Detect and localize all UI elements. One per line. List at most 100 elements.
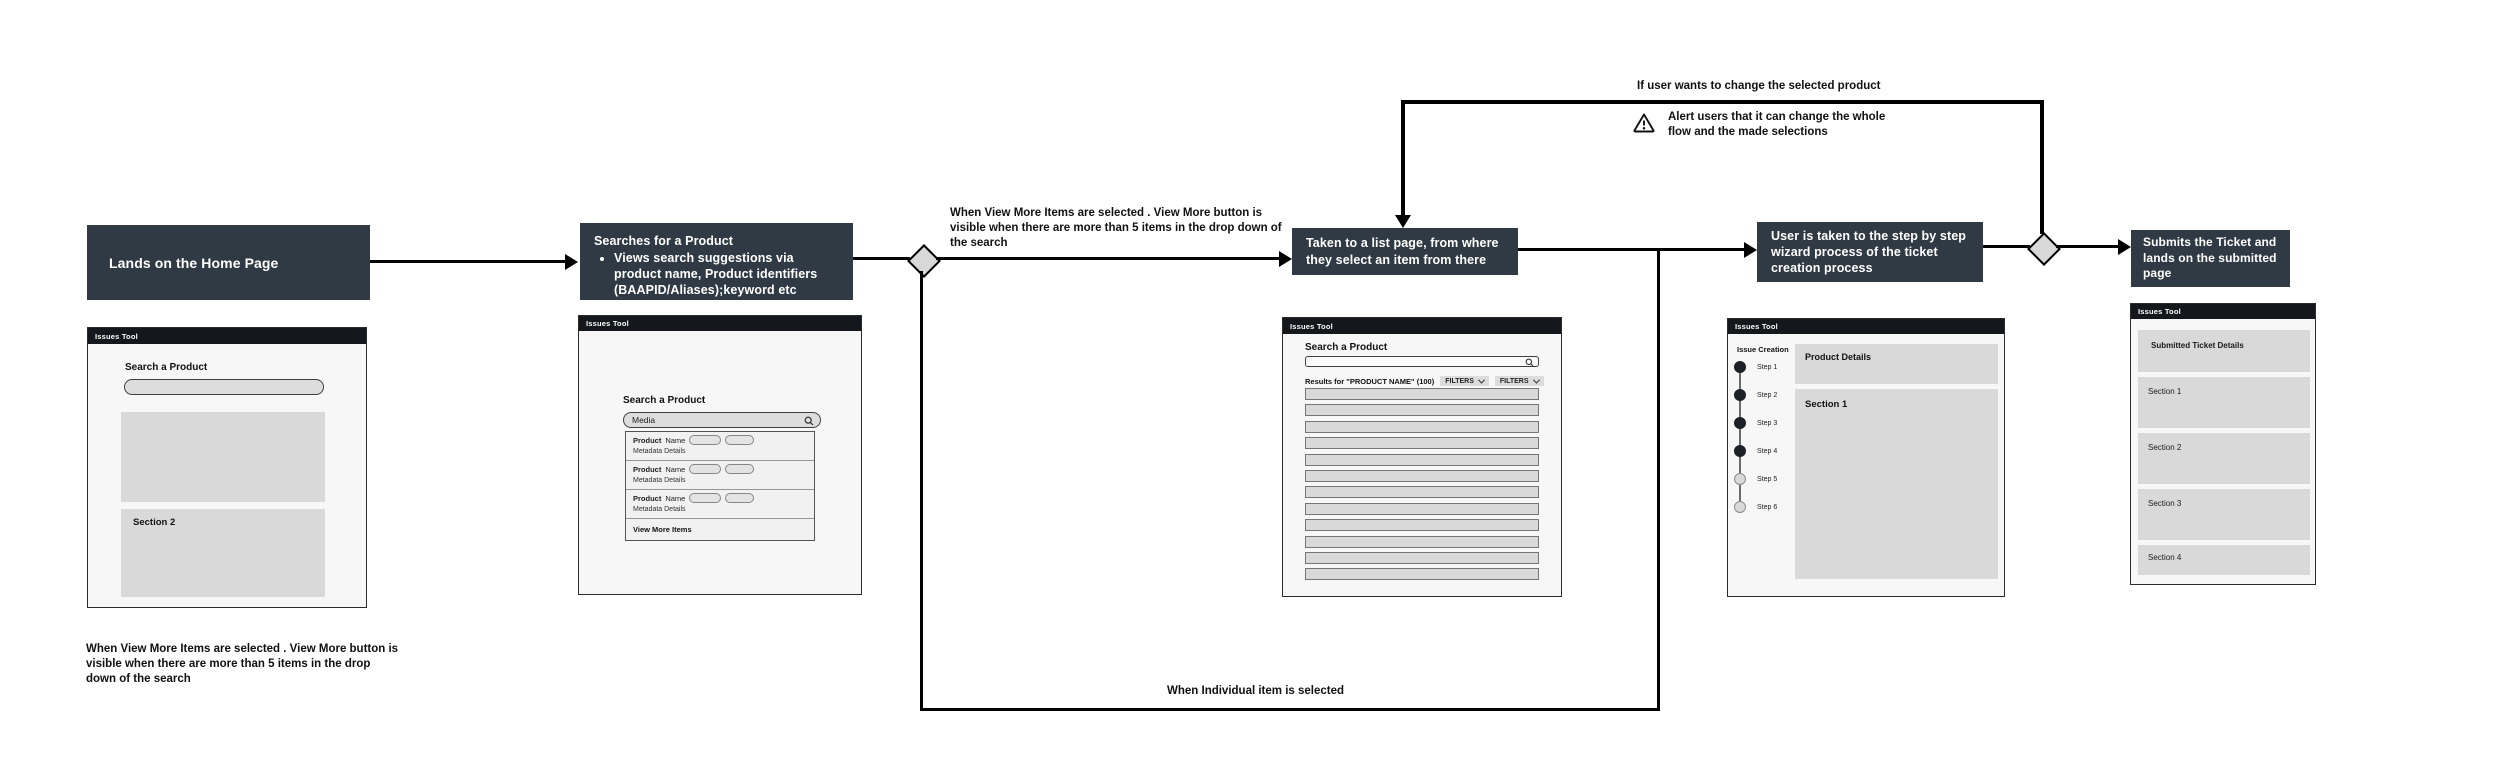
step-circle-icon bbox=[1734, 417, 1746, 429]
step-label: Step 2 bbox=[1757, 391, 1778, 399]
suggestion-item[interactable]: Product Name Metadata Details bbox=[626, 432, 814, 461]
search-input[interactable] bbox=[1305, 356, 1539, 367]
list-row[interactable] bbox=[1305, 388, 1539, 400]
flow-node-label: Taken to a list page, from where they se… bbox=[1306, 236, 1499, 267]
flow-node-search: Searches for a Product Views search sugg… bbox=[580, 223, 853, 300]
wizard-step[interactable]: Step 4 bbox=[1734, 437, 1777, 465]
app-titlebar: Issues Tool bbox=[579, 316, 861, 331]
wizard-step[interactable]: Step 1 bbox=[1734, 353, 1777, 381]
section-1-block: Section 1 bbox=[1795, 389, 1998, 579]
results-list bbox=[1305, 388, 1539, 585]
view-more-items-button[interactable]: View More Items bbox=[625, 519, 815, 541]
filters-dropdown[interactable]: FILTERS bbox=[1494, 376, 1544, 386]
flow-node-submit: Submits the Ticket and lands on the subm… bbox=[2131, 230, 2290, 287]
step-circle-icon bbox=[1734, 361, 1746, 373]
product-name-rest: Name bbox=[665, 464, 686, 474]
connector-line bbox=[2056, 245, 2119, 248]
app-title: Issues Tool bbox=[2138, 307, 2181, 316]
search-input-value: Media bbox=[632, 415, 656, 425]
section-block: Submitted Ticket Details bbox=[2138, 330, 2310, 372]
connector-line bbox=[920, 708, 1660, 711]
tag-pill bbox=[689, 435, 722, 445]
tag-pill bbox=[689, 464, 722, 474]
flow-node-label: Submits the Ticket and lands on the subm… bbox=[2143, 235, 2277, 281]
list-row[interactable] bbox=[1305, 486, 1539, 499]
search-input[interactable]: Media bbox=[623, 412, 821, 428]
list-row[interactable] bbox=[1305, 502, 1539, 515]
suggestion-item[interactable]: Product Name Metadata Details bbox=[626, 490, 814, 519]
list-row[interactable] bbox=[1305, 437, 1539, 450]
list-row[interactable] bbox=[1305, 420, 1539, 433]
suggestion-item[interactable]: Product Name Metadata Details bbox=[626, 461, 814, 490]
product-name-bold: Product bbox=[633, 435, 662, 445]
block-label: Product Details bbox=[1805, 352, 1872, 362]
search-icon bbox=[804, 416, 814, 426]
app-titlebar: Issues Tool bbox=[1728, 319, 2004, 334]
flow-node-bullet: Views search suggestions via product nam… bbox=[614, 250, 839, 298]
flow-node-list-page: Taken to a list page, from where they se… bbox=[1292, 228, 1518, 275]
chevron-down-icon bbox=[1477, 376, 1485, 384]
filters-dropdown[interactable]: FILTERS bbox=[1440, 376, 1489, 386]
note-view-more-mid: When View More Items are selected . View… bbox=[950, 207, 1282, 250]
metadata-details: Metadata Details bbox=[633, 477, 686, 484]
wizard-step[interactable]: Step 3 bbox=[1734, 409, 1777, 437]
connector-line bbox=[370, 260, 566, 263]
wizard-step[interactable]: Step 2 bbox=[1734, 381, 1777, 409]
flow-node-title: Searches for a Product bbox=[594, 234, 734, 248]
search-suggestions-dropdown: Product Name Metadata Details Product Na… bbox=[625, 431, 815, 520]
connector-line bbox=[1518, 248, 1745, 251]
app-title: Issues Tool bbox=[1290, 321, 1333, 331]
list-row[interactable] bbox=[1305, 404, 1539, 417]
step-label: Step 4 bbox=[1757, 447, 1778, 455]
flow-node-wizard: User is taken to the step by step wizard… bbox=[1757, 222, 1983, 282]
search-label: Search a Product bbox=[623, 395, 706, 406]
app-title: Issues Tool bbox=[586, 319, 629, 328]
list-row[interactable] bbox=[1305, 568, 1539, 581]
wizard-step[interactable]: Step 5 bbox=[1734, 465, 1777, 493]
product-name-bold: Product bbox=[633, 493, 662, 503]
app-titlebar: Issues Tool bbox=[88, 328, 366, 344]
connector-line bbox=[1657, 250, 1660, 711]
product-name-rest: Name bbox=[665, 493, 686, 503]
metadata-details: Metadata Details bbox=[633, 448, 686, 455]
list-row[interactable] bbox=[1305, 519, 1539, 532]
wireframe-home: Issues Tool Search a Product Section 2 bbox=[87, 327, 367, 608]
arrowhead-icon bbox=[1395, 215, 1411, 228]
flow-node-label: Lands on the Home Page bbox=[109, 254, 279, 271]
metadata-details: Metadata Details bbox=[633, 506, 686, 513]
sidebar-title: Issue Creation bbox=[1737, 345, 1789, 354]
search-label: Search a Product bbox=[125, 362, 208, 373]
wireframe-search: Issues Tool Search a Product Media Produ… bbox=[578, 315, 862, 595]
search-input[interactable] bbox=[124, 379, 324, 395]
step-circle-icon bbox=[1734, 445, 1746, 457]
wizard-step[interactable]: Step 6 bbox=[1734, 493, 1777, 521]
block-label: Section 1 bbox=[1805, 399, 1848, 410]
list-row[interactable] bbox=[1305, 535, 1539, 548]
step-label: Step 5 bbox=[1757, 475, 1778, 483]
product-details-block: Product Details bbox=[1795, 344, 1998, 384]
search-icon bbox=[1525, 358, 1534, 367]
search-label: Search a Product bbox=[1305, 342, 1388, 353]
filters-label: FILTERS bbox=[1499, 377, 1529, 385]
warning-triangle-icon bbox=[1632, 111, 1656, 140]
arrowhead-icon bbox=[565, 253, 578, 270]
list-row[interactable] bbox=[1305, 453, 1539, 466]
tag-pill bbox=[725, 435, 755, 445]
product-name-bold: Product bbox=[633, 464, 662, 474]
app-title: Issues Tool bbox=[1735, 322, 1778, 331]
app-titlebar: Issues Tool bbox=[2131, 304, 2315, 319]
note-view-more-bottom: When View More Items are selected . View… bbox=[86, 643, 399, 686]
connector-line bbox=[853, 257, 910, 260]
arrowhead-icon bbox=[2118, 238, 2131, 255]
list-row[interactable] bbox=[1305, 469, 1539, 482]
step-circle-icon bbox=[1734, 389, 1746, 401]
app-title: Issues Tool bbox=[95, 331, 138, 341]
step-label: Step 1 bbox=[1757, 363, 1778, 371]
section-block: Section 2 bbox=[2138, 433, 2310, 484]
branch-label-change-product: If user wants to change the selected pro… bbox=[1637, 80, 1881, 92]
app-titlebar: Issues Tool bbox=[1283, 318, 1561, 334]
list-row[interactable] bbox=[1305, 551, 1539, 564]
alert-note: Alert users that it can change the whole… bbox=[1668, 111, 1886, 139]
section-block: Section 1 bbox=[2138, 377, 2310, 428]
wireframe-submitted: Issues Tool Submitted Ticket Details Sec… bbox=[2130, 303, 2316, 585]
